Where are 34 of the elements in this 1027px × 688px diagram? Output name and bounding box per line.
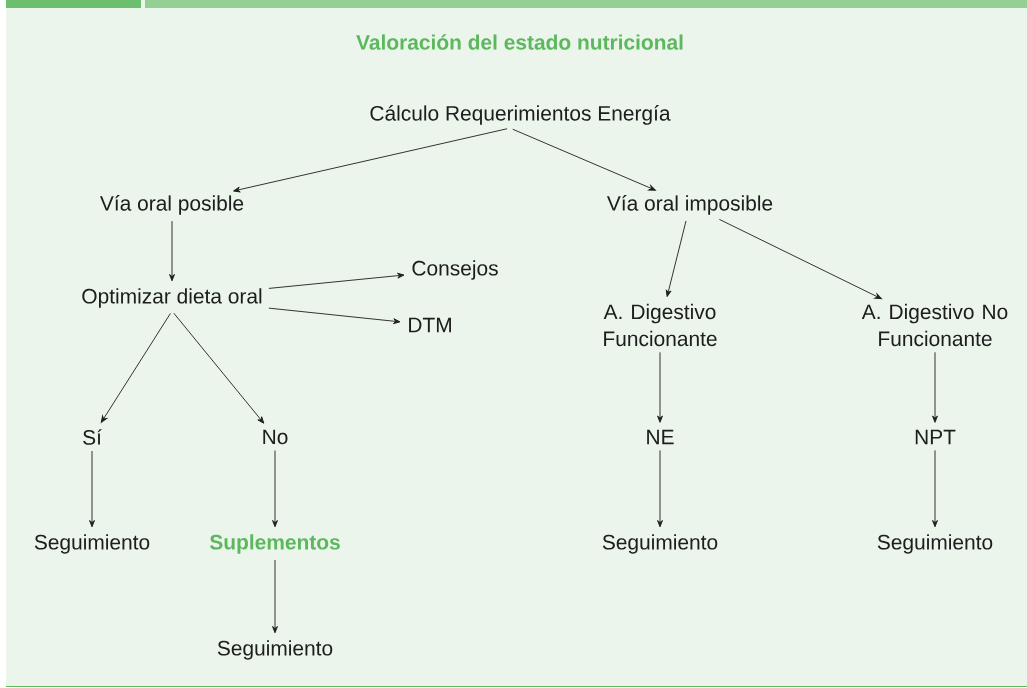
arrow: [932, 351, 938, 423]
node-text: Seguimiento: [217, 640, 333, 660]
title: Valoración del estado nutricional: [356, 34, 683, 50]
arrow: [100, 313, 171, 423]
node-text: Seguimiento: [34, 534, 150, 554]
node-text: Consejos: [412, 260, 498, 280]
arrow: [657, 351, 663, 423]
arrow: [718, 218, 882, 300]
node-text: Vía oral imposible: [606, 195, 773, 215]
arrow: [268, 272, 405, 289]
node-text: NE: [647, 429, 674, 445]
arrow: [657, 449, 663, 528]
node-text: Vía oral posible: [100, 195, 244, 215]
node-text: No: [263, 429, 288, 445]
arrow: [89, 450, 95, 528]
arrow: [169, 220, 175, 282]
node-text: A. Digestivo No Funcionante: [861, 303, 1008, 347]
arrow: [665, 220, 687, 297]
node-text: A. Digestivo Funcionante: [603, 303, 717, 347]
arrow: [173, 312, 265, 424]
node-text: Sí: [83, 429, 102, 445]
node-text: DTM: [409, 317, 451, 333]
node-text: Seguimiento: [602, 534, 718, 554]
arrow: [272, 559, 278, 634]
node-text: Suplementos: [209, 534, 340, 554]
arrow: [512, 128, 656, 191]
arrow: [233, 128, 508, 193]
node-text: Optimizar dieta oral: [82, 288, 262, 308]
arrow: [268, 307, 401, 325]
node-text: Cálculo Requerimientos Energía: [370, 105, 671, 125]
arrow: [932, 449, 938, 528]
arrow: [272, 450, 278, 528]
node-text: NPT: [915, 429, 956, 445]
node-text: Seguimiento: [877, 534, 993, 554]
